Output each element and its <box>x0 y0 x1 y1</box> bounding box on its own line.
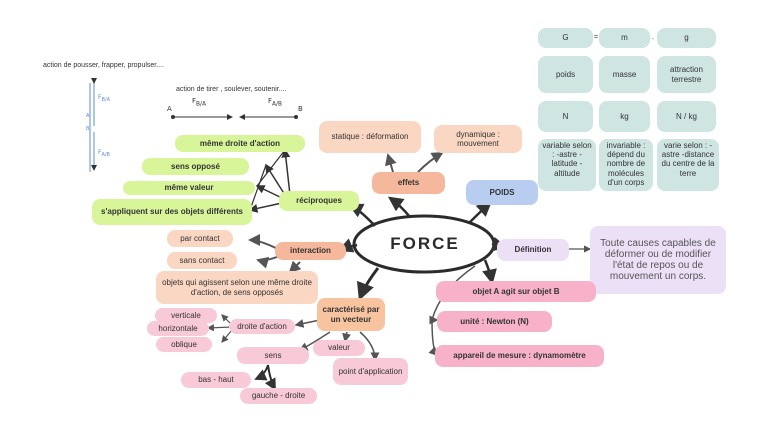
table-g: G <box>538 28 593 48</box>
table-poids: poids <box>538 56 593 93</box>
horizontale-node: horizontale <box>147 321 209 336</box>
table-variable: variable selon : -astre -latitude -altit… <box>538 139 596 191</box>
objet-a-b-node: objet A agit sur objet B <box>436 281 596 302</box>
table-g-small: g <box>657 28 716 48</box>
pousser-text: action de pousser, frapper, propulser...… <box>43 62 165 69</box>
point-b-top: B <box>298 105 303 113</box>
table-invariable: invariable : dépend du nombre de molécul… <box>599 139 653 191</box>
table-n-kg: N / kg <box>657 101 716 132</box>
verticale-node: verticale <box>155 308 217 323</box>
unite-node: unité : Newton (N) <box>437 311 552 332</box>
sens-node: sens <box>237 347 309 364</box>
table-attraction: attraction terrestre <box>657 56 716 93</box>
table-equals: = <box>594 34 599 41</box>
dynamique-node: dynamique : mouvement <box>434 125 522 153</box>
table-varie: varie selon : -astre -distance du centre… <box>657 139 719 191</box>
objets-agissent-node: objets qui agissent selon une même droit… <box>156 271 318 304</box>
gauche-droite-node: gauche - droite <box>240 388 317 404</box>
table-m: m <box>599 28 650 48</box>
table-dot: . <box>652 34 654 41</box>
tirer-text: action de tirer , soulever, soutenir.... <box>176 86 287 93</box>
bas-haut-node: bas - haut <box>181 372 251 388</box>
interaction-node: interaction <box>275 242 346 260</box>
objets-differents-node: s'appliquent sur des objets différents <box>92 199 252 225</box>
statique-node: statique : déformation <box>319 121 421 153</box>
sens-oppose-node: sens opposé <box>142 158 249 175</box>
oblique-node: oblique <box>156 337 212 352</box>
caracterise-node: caractérisé par un vecteur <box>317 298 385 331</box>
valeur-node: valeur <box>313 340 365 356</box>
point-application-node: point d'application <box>333 358 408 385</box>
appareil-node: appareil de mesure : dynamomètre <box>435 345 604 367</box>
meme-droite-action-node: même droite d'action <box>175 135 305 152</box>
point-b-left: B <box>86 126 90 132</box>
par-contact-node: par contact <box>167 230 233 247</box>
definition-text-node: Toute causes capables de déformer ou de … <box>590 226 726 294</box>
table-masse: masse <box>599 56 650 93</box>
fab-label-left: FA/B <box>98 149 110 159</box>
droite-action-node: droite d'action <box>229 319 295 334</box>
fba-label: FB/A <box>98 94 110 104</box>
fab-top-label: FA/B <box>268 97 282 108</box>
fba-top-label: FB/A <box>192 97 206 108</box>
point-a-left: A <box>86 113 90 119</box>
force-title: FORCE <box>390 234 460 253</box>
table-kg: kg <box>599 101 650 132</box>
effets-node: effets <box>372 172 445 194</box>
reciproques-node: réciproques <box>279 191 359 211</box>
definition-node: Définition <box>497 239 569 261</box>
poids-node: POIDS <box>466 180 538 205</box>
point-a-top: A <box>167 105 172 113</box>
table-n: N <box>538 101 593 132</box>
meme-valeur-node: même valeur <box>123 181 255 195</box>
sans-contact-node: sans contact <box>167 252 237 269</box>
